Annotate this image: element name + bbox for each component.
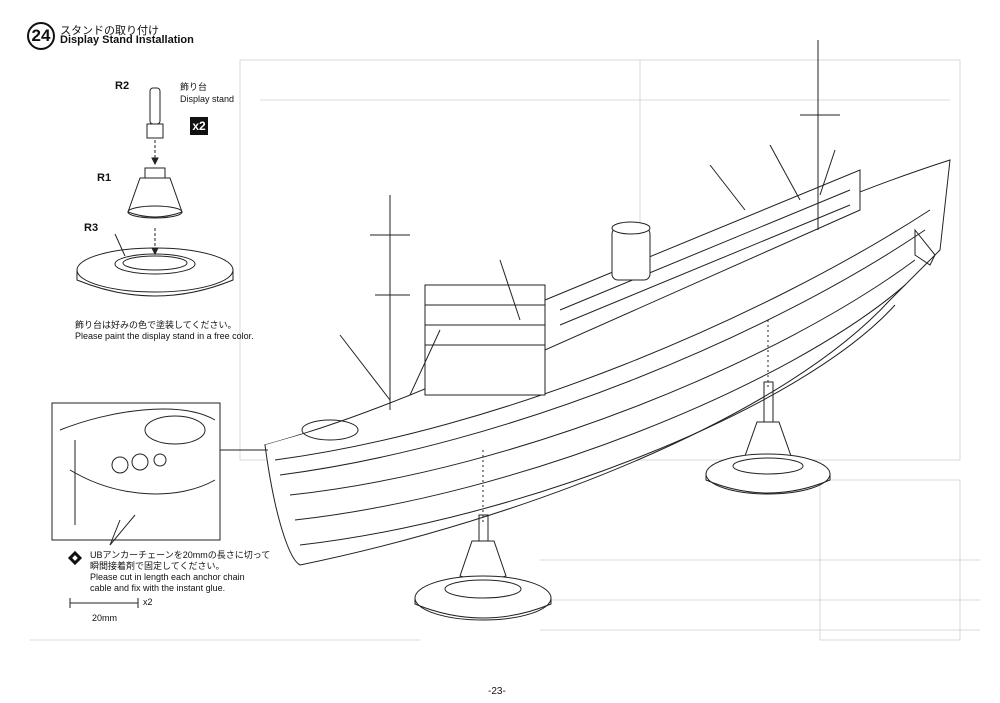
ship-model <box>263 40 951 566</box>
part-label-r2: R2 <box>115 80 130 92</box>
chain-length-scale <box>69 598 139 608</box>
display-stand-label-jp: 飾り台 <box>180 82 208 92</box>
step-title-en: Display Stand Installation <box>60 34 194 46</box>
stand-assembled-fore <box>414 450 552 621</box>
background-ghost-lines <box>30 59 980 641</box>
chain-note-en-line1: Please cut in length each anchor chain <box>90 572 245 582</box>
part-label-r1: R1 <box>97 172 112 184</box>
stand-part-r2 <box>146 87 164 139</box>
page-number: -23- <box>488 686 506 697</box>
step-title-jp: スタンドの取り付け <box>60 25 159 37</box>
bow-detail-callout <box>51 402 268 546</box>
paint-note-jp: 飾り台は好みの色で塗装してください。 <box>75 320 237 330</box>
display-stand-label-en: Display stand <box>180 94 235 104</box>
stand-assembled-aft <box>705 320 831 495</box>
chain-note-jp-line2: 瞬間接着剤で固定してください。 <box>90 561 225 571</box>
stand-part-r1 <box>127 167 183 219</box>
step-number-badge: 24 <box>27 22 55 50</box>
part-label-r3: R3 <box>84 222 99 234</box>
diamond-warning-icon <box>67 550 83 566</box>
chain-count-label: x2 <box>143 597 153 607</box>
quantity-badge: x2 <box>190 117 208 135</box>
chain-note-en-line2: cable and fix with the instant glue. <box>90 583 226 593</box>
paint-note-en: Please paint the display stand in a free… <box>75 331 254 341</box>
stand-part-r3 <box>76 247 234 297</box>
chain-note-jp-line1: UBアンカーチェーンを20mmの長さに切って <box>90 550 271 560</box>
chain-length-label: 20mm <box>92 613 118 623</box>
